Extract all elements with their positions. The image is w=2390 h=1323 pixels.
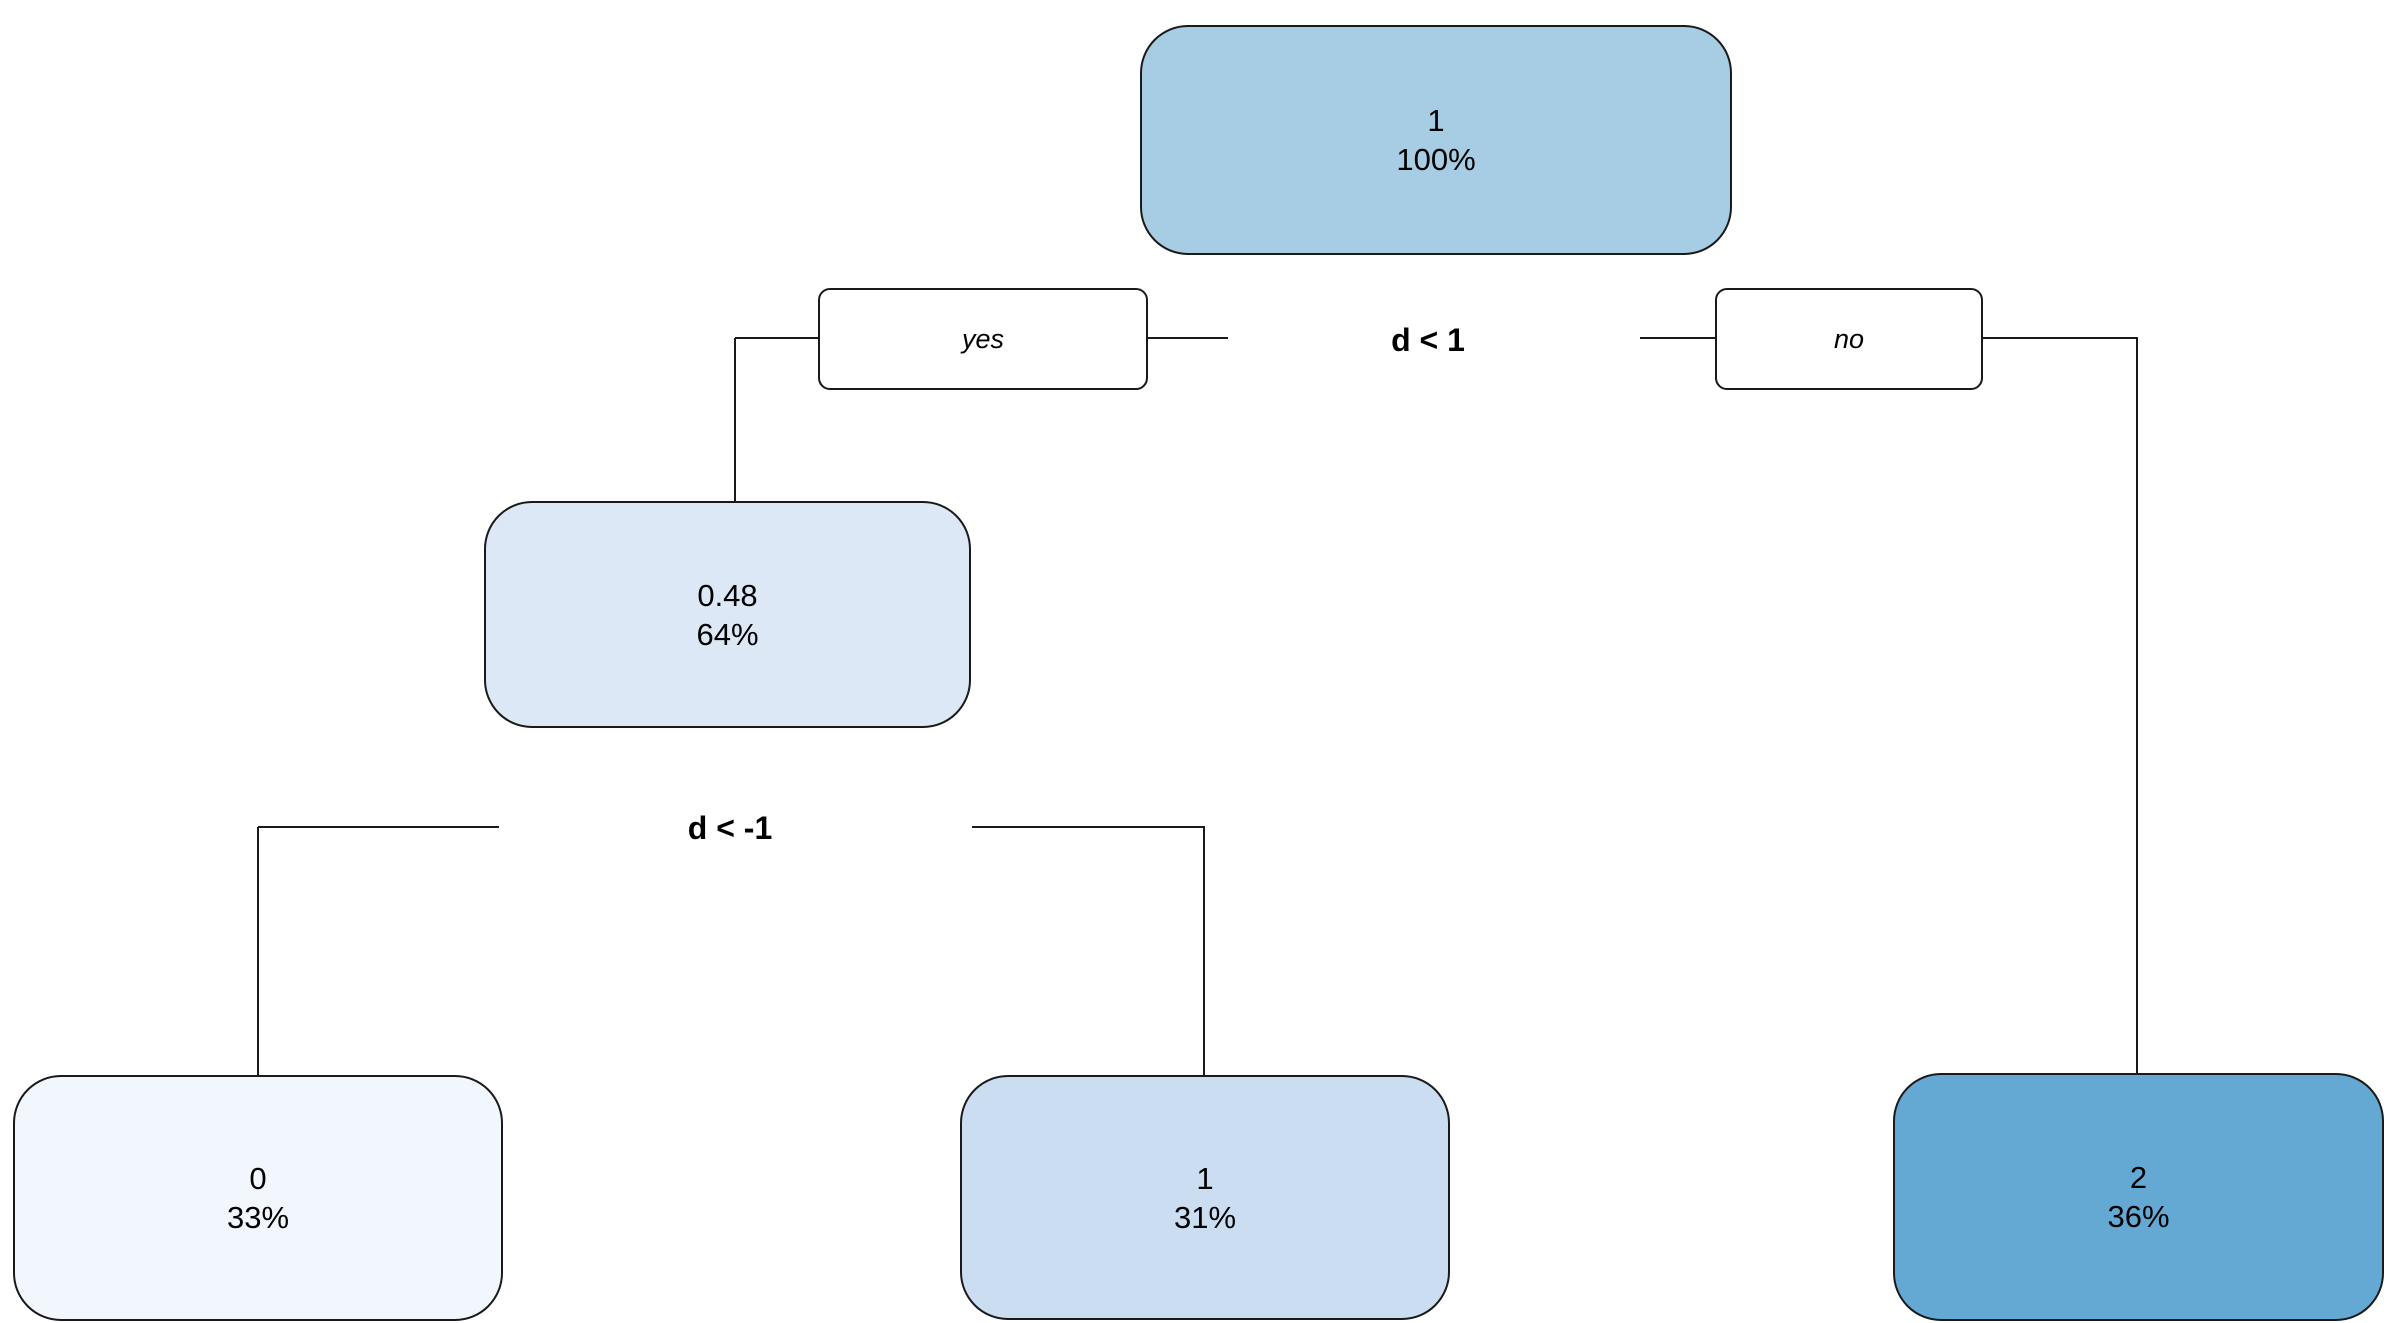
internal-node: 0.48 64% [484, 501, 971, 728]
leaf-left-value: 0 [249, 1161, 267, 1196]
branch-drop-to-leaf-middle [1203, 827, 1205, 1075]
branch-line-internal-left [258, 826, 499, 828]
split-condition-root: d < 1 [1258, 318, 1598, 363]
no-label: no [1833, 323, 1865, 354]
root-node-percent: 100% [1396, 142, 1476, 177]
yes-label: yes [961, 323, 1005, 354]
leaf-node-right: 2 36% [1893, 1073, 2384, 1321]
split-condition-internal: d < -1 [560, 806, 900, 851]
leaf-node-left: 0 33% [13, 1075, 503, 1321]
root-node: 1 100% [1140, 25, 1732, 255]
branch-drop-to-internal [734, 338, 736, 501]
branch-drop-to-leaf-left [257, 827, 259, 1075]
branch-line-after-yes [1148, 337, 1228, 339]
internal-node-value: 0.48 [697, 577, 758, 613]
yes-label-box: yes [818, 288, 1148, 390]
leaf-right-value: 2 [2129, 1160, 2148, 1195]
internal-node-percent: 64% [696, 616, 759, 652]
leaf-middle-percent: 31% [1173, 1199, 1237, 1235]
leaf-right-percent: 36% [2107, 1199, 2170, 1234]
branch-line-root-right [1983, 337, 2138, 339]
branch-line-internal-right [972, 826, 1205, 828]
leaf-left-percent: 33% [226, 1200, 290, 1235]
leaf-middle-value: 1 [1196, 1160, 1214, 1196]
branch-drop-to-leaf-right [2136, 338, 2138, 1073]
branch-line-root-left [735, 337, 818, 339]
no-label-box: no [1715, 288, 1983, 390]
root-node-value: 1 [1427, 103, 1445, 138]
branch-line-before-no [1640, 337, 1715, 339]
leaf-node-middle: 1 31% [960, 1075, 1450, 1320]
